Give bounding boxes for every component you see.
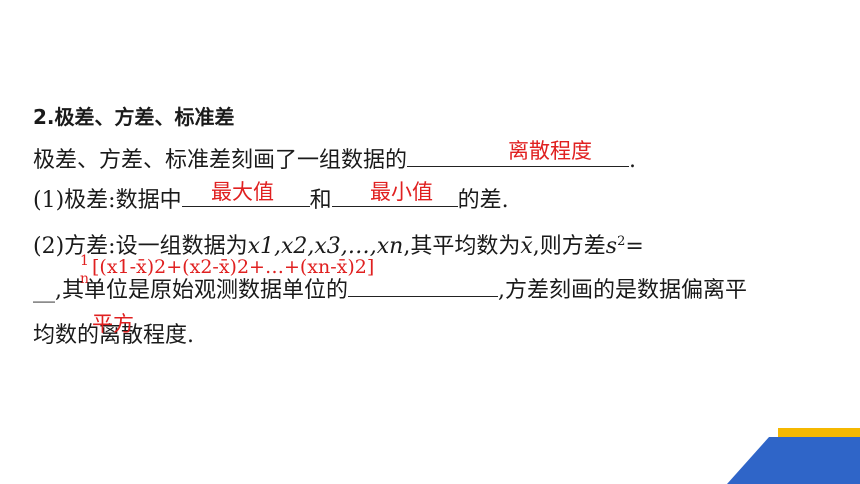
line-2-suffix: 的差.: [457, 188, 509, 213]
section-heading: 2.极差、方差、标准差: [33, 103, 235, 131]
fraction-numerator: 1: [80, 253, 89, 269]
corner-decoration-blue: [727, 437, 860, 484]
line-3-after: ,其平均数为: [403, 234, 521, 259]
variance-exponent: 2: [617, 234, 626, 249]
blank-1: [407, 144, 630, 167]
heading-text: .极差、方差、标准差: [46, 105, 235, 129]
answer-min: 最小值: [370, 180, 433, 204]
line-5: 均数的离散程度.: [33, 322, 194, 350]
line-2-prefix: (1)极差:数据中: [33, 188, 182, 213]
line-1: 极差、方差、标准差刻画了一组数据的.: [33, 144, 636, 175]
data-variables: x1,x2,x3,…,xn: [247, 234, 404, 259]
formula-body: [(x1-x̄)2+(x2-x̄)2+…+(xn-x̄)2]: [92, 256, 375, 278]
mean-symbol: x̄: [520, 234, 533, 259]
variance-formula: 1 n [(x1-x̄)2+(x2-x̄)2+…+(xn-x̄)2]: [80, 253, 380, 287]
line-4: __,其单位是原始观测数据单位的 ,方差刻画的是数据偏离平: [33, 274, 747, 305]
line-3: (2)方差:设一组数据为x1,x2,x3,…,xn,其平均数为x̄,则方差s2=: [33, 228, 644, 261]
heading-number: 2: [33, 105, 47, 129]
line-3-tail: ,则方差: [532, 234, 606, 259]
blank-2: [181, 184, 310, 207]
answer-dispersion: 离散程度: [508, 139, 592, 163]
fraction-denominator: n: [80, 271, 90, 287]
line-1-end: .: [629, 148, 637, 173]
line-4-suffix: ,方差刻画的是数据偏离平: [498, 278, 747, 303]
blank-3: [331, 184, 458, 207]
line-5-text: 均数的离散程度.: [33, 323, 194, 348]
line-4-prefix: __,其单位是原始观测数据单位的: [33, 278, 348, 303]
line-1-text: 极差、方差、标准差刻画了一组数据的: [33, 148, 408, 173]
answer-square: 平方: [92, 312, 134, 336]
blank-4: [348, 274, 498, 297]
line-2: (1)极差:数据中 和 的差.: [33, 184, 509, 215]
line-3-text: (2)方差:设一组数据为: [33, 234, 248, 259]
line-2-mid: 和: [309, 188, 332, 213]
equals-sign: =: [625, 234, 644, 259]
variance-symbol: s: [605, 234, 618, 259]
answer-max: 最大值: [211, 180, 274, 204]
